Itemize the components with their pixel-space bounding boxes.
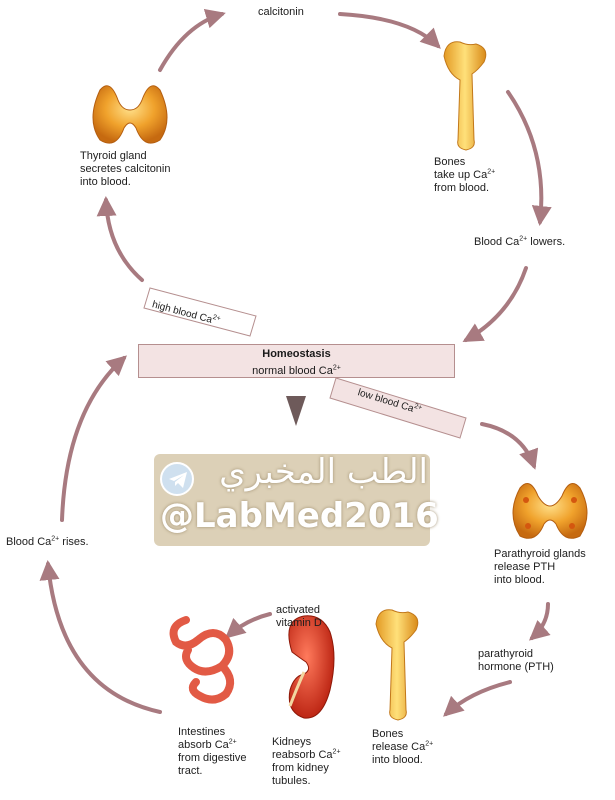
- label-activated-vitamin-d: activated vitamin D: [276, 604, 322, 629]
- arrow-bones-to-lowers: [506, 90, 552, 226]
- arrow-pth-to-bones: [443, 680, 512, 717]
- label-blood-rises: Blood Ca2+ rises.: [6, 535, 89, 548]
- parathyroid-image: [512, 483, 588, 539]
- seesaw: [143, 287, 467, 439]
- arrow-thyroid-to-calcitonin: [158, 8, 226, 72]
- label-blood-lowers: Blood Ca2+ lowers.: [474, 235, 566, 248]
- cycle-arrows: [39, 8, 552, 717]
- arrow-calcitonin-to-bones: [338, 12, 441, 49]
- homeostasis-title: Homeostasis: [262, 348, 331, 360]
- kidney-image: [288, 615, 335, 719]
- arrow-activated-to-intestine: [225, 612, 272, 639]
- label-pth: parathyroid hormone (PTH): [478, 648, 554, 673]
- telegram-icon: [160, 462, 194, 496]
- arrow-rises-to-homeostasis: [60, 355, 127, 522]
- label-bones-take-up: Bones take up Ca2+ from blood.: [434, 156, 496, 194]
- arrow-lowers-to-homeostasis: [462, 266, 528, 342]
- label-thyroid: Thyroid gland secretes calcitonin into b…: [80, 150, 171, 188]
- label-intestines: Intestines absorb Ca2+ from digestive tr…: [178, 726, 247, 777]
- seesaw-high-band: [143, 287, 257, 337]
- label-kidneys: Kidneys reabsorb Ca2+ from kidney tubule…: [272, 736, 341, 787]
- watermark-box: [154, 454, 430, 546]
- arrow-intestine-to-rises: [39, 560, 162, 714]
- label-calcitonin: calcitonin: [258, 6, 304, 18]
- intestine-image: [169, 616, 235, 704]
- arrow-high-to-thyroid: [96, 196, 144, 282]
- seesaw-fulcrum: [286, 396, 306, 426]
- label-parathyroid: Parathyroid glands release PTH into bloo…: [494, 548, 586, 586]
- watermark-handle: @LabMed2016: [160, 496, 439, 536]
- watermark-arabic-text: الطب المخبري: [219, 452, 428, 492]
- seesaw-low-band: [329, 377, 467, 439]
- arrow-low-to-parathyroid: [480, 422, 539, 470]
- homeostasis-box: Homeostasis normal blood Ca2+: [138, 344, 455, 378]
- arrow-parathyroid-to-pth: [528, 602, 551, 641]
- thyroid-gland-image: [92, 85, 168, 144]
- label-bones-release: Bones release Ca2+ into blood.: [372, 728, 434, 766]
- bone-bottom-image: [375, 609, 419, 721]
- bone-top-image: [443, 41, 487, 151]
- homeostasis-subtitle: normal blood Ca2+: [252, 364, 341, 377]
